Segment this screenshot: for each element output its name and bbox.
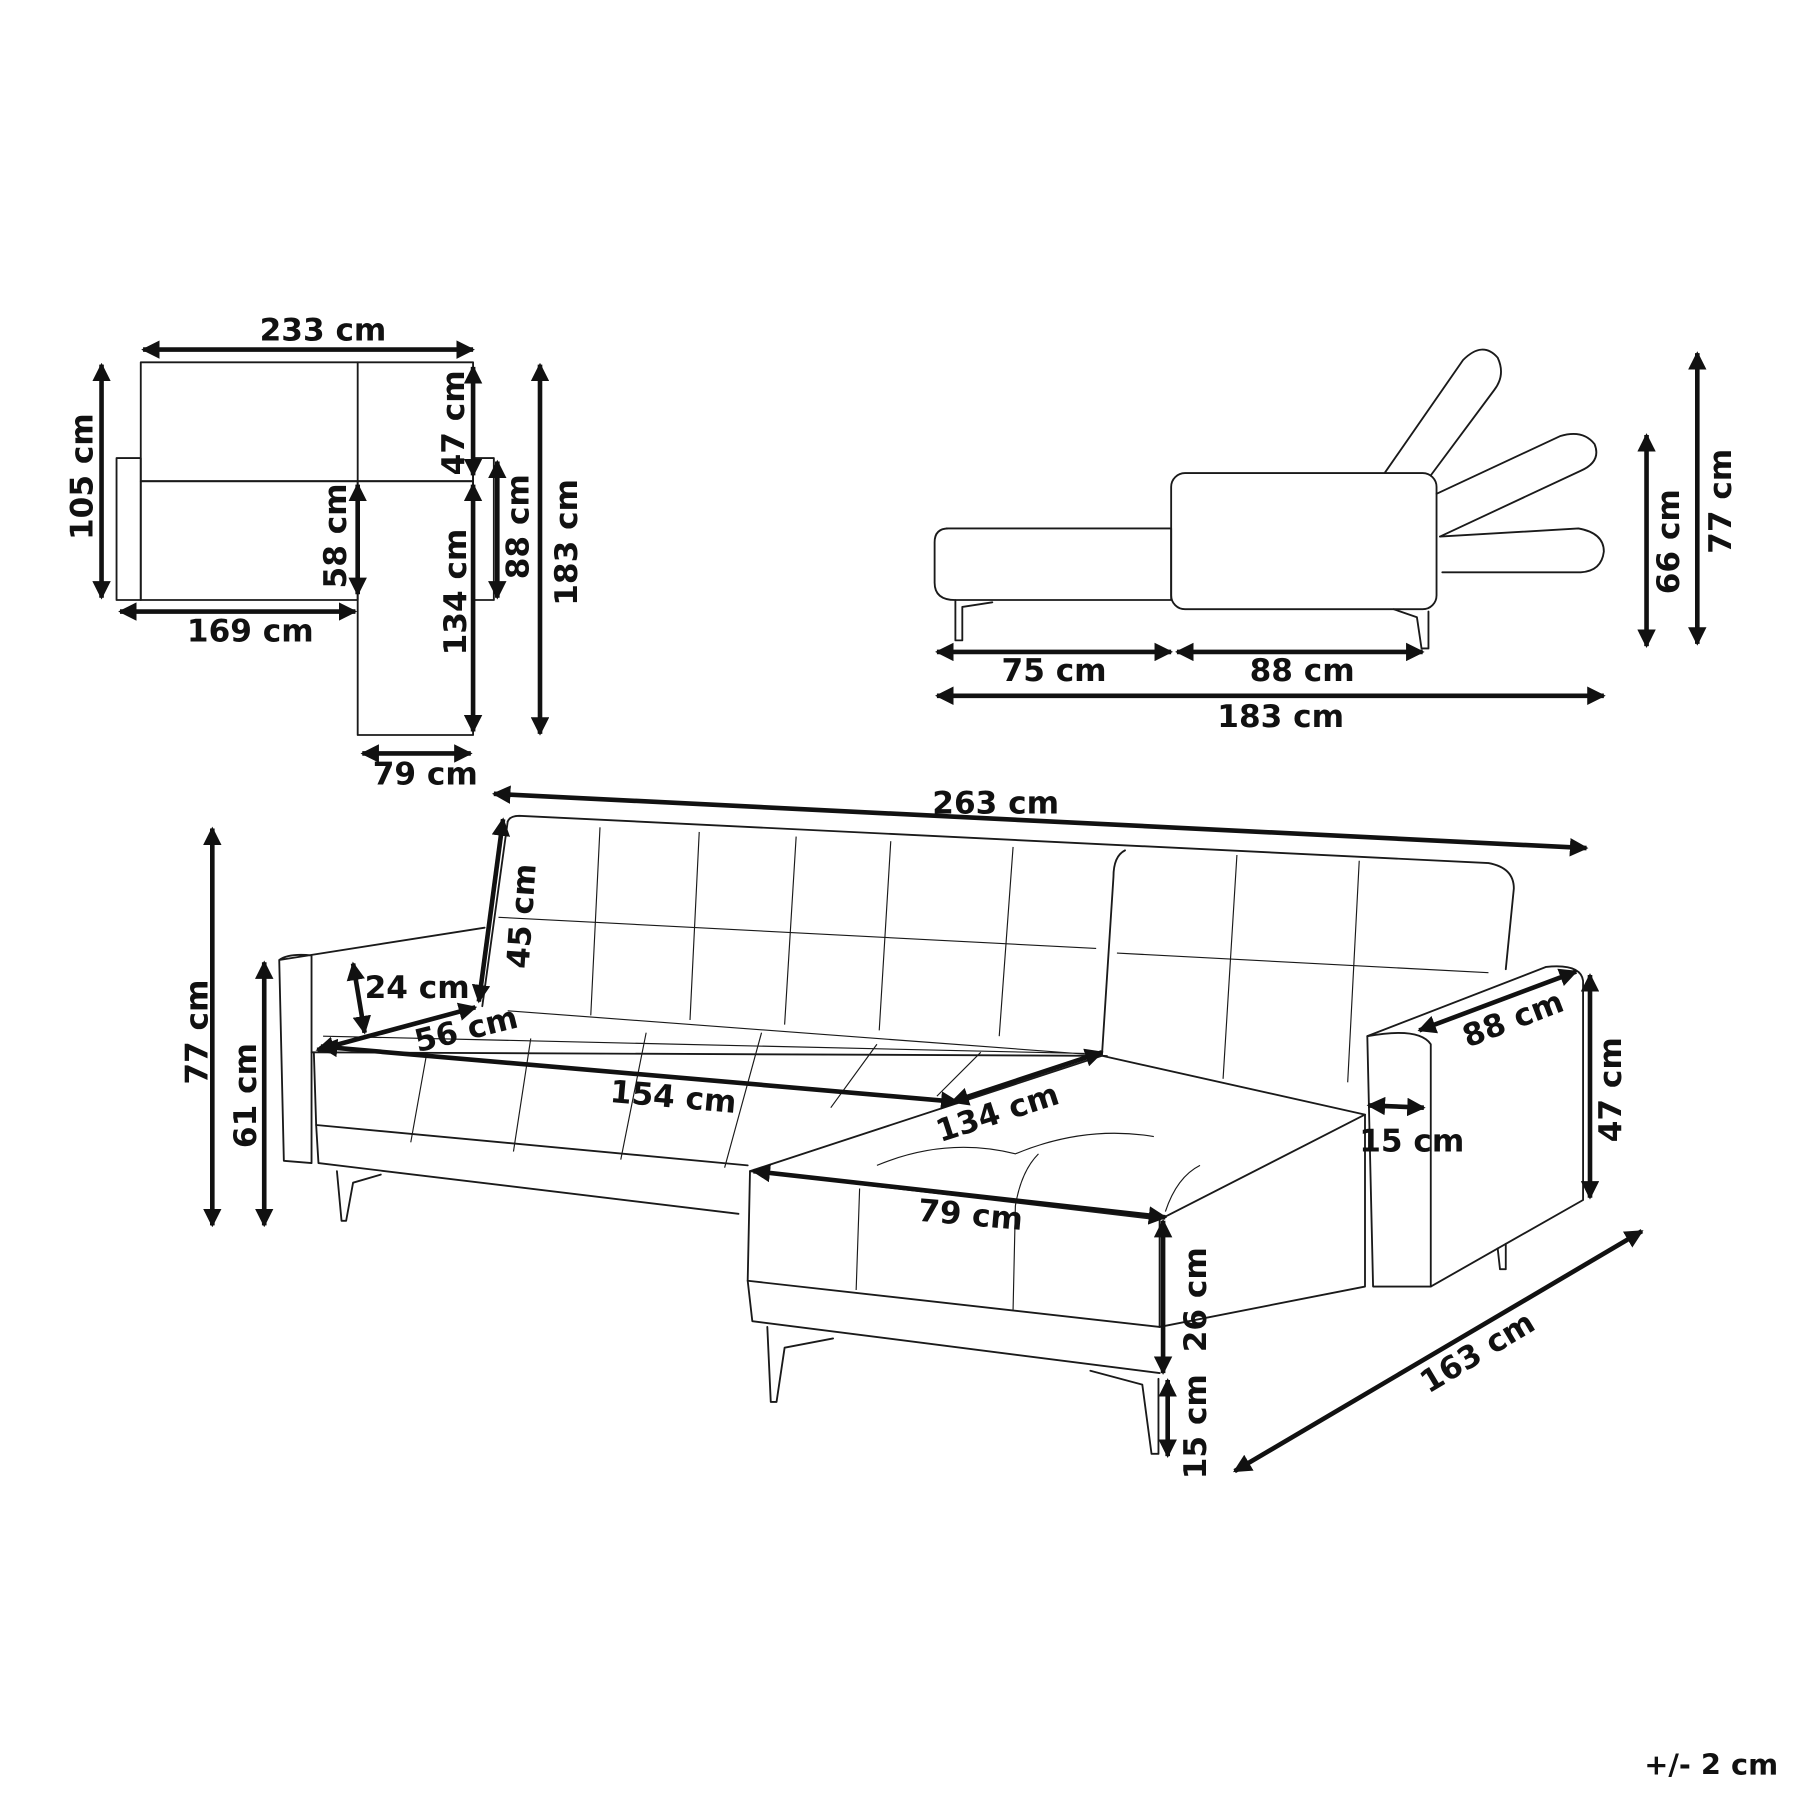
dim-75: 75 cm <box>1002 653 1107 689</box>
dim-line <box>1417 968 1578 1034</box>
dim-61: 61 cm <box>228 1043 264 1148</box>
dim-183-plan: 183 cm <box>549 479 585 606</box>
dim-66: 66 cm <box>1651 489 1687 594</box>
dim-line <box>346 961 371 1035</box>
dim-47: 47 cm <box>1593 1037 1629 1142</box>
dim-79-plan: 79 cm <box>373 757 478 793</box>
dim-105: 105 cm <box>64 413 100 540</box>
dim-15-leg: 15 cm <box>1178 1374 1214 1479</box>
perspective-view: 263 cm 77 cm 61 cm 45 cm 24 cm 56 cm 154… <box>180 785 1644 1479</box>
dim-77-side: 77 cm <box>1703 449 1739 554</box>
dim-169: 169 cm <box>187 614 314 650</box>
dim-15-arm: 15 cm <box>1359 1124 1464 1160</box>
dim-183-side: 183 cm <box>1217 699 1344 735</box>
dim-line <box>471 817 511 1004</box>
dim-77: 77 cm <box>180 980 216 1085</box>
dim-79: 79 cm <box>917 1193 1025 1238</box>
dim-line <box>1366 1096 1426 1117</box>
dim-26: 26 cm <box>1178 1247 1214 1352</box>
side-outline <box>933 348 1605 650</box>
dim-47: 47 cm <box>436 370 472 475</box>
side-view: 75 cm 88 cm 183 cm 66 cm 77 cm <box>933 348 1739 735</box>
dim-58: 58 cm <box>318 483 354 588</box>
dim-88-side: 88 cm <box>1250 653 1355 689</box>
plan-view: 233 cm 105 cm 47 cm 58 cm 88 cm 183 cm 1… <box>64 312 585 792</box>
dim-45: 45 cm <box>501 862 544 969</box>
dim-line <box>492 785 1589 857</box>
dim-line <box>751 1163 1168 1225</box>
dim-line <box>1233 1229 1644 1474</box>
tolerance-note: +/- 2 cm <box>1644 1748 1778 1782</box>
dim-24: 24 cm <box>365 970 470 1006</box>
dim-88-plan: 88 cm <box>500 474 536 579</box>
dim-134-plan: 134 cm <box>438 529 474 656</box>
dim-line <box>318 1038 960 1110</box>
dim-233: 233 cm <box>260 312 387 348</box>
dim-263: 263 cm <box>932 785 1059 821</box>
dim-line <box>950 1048 1104 1106</box>
